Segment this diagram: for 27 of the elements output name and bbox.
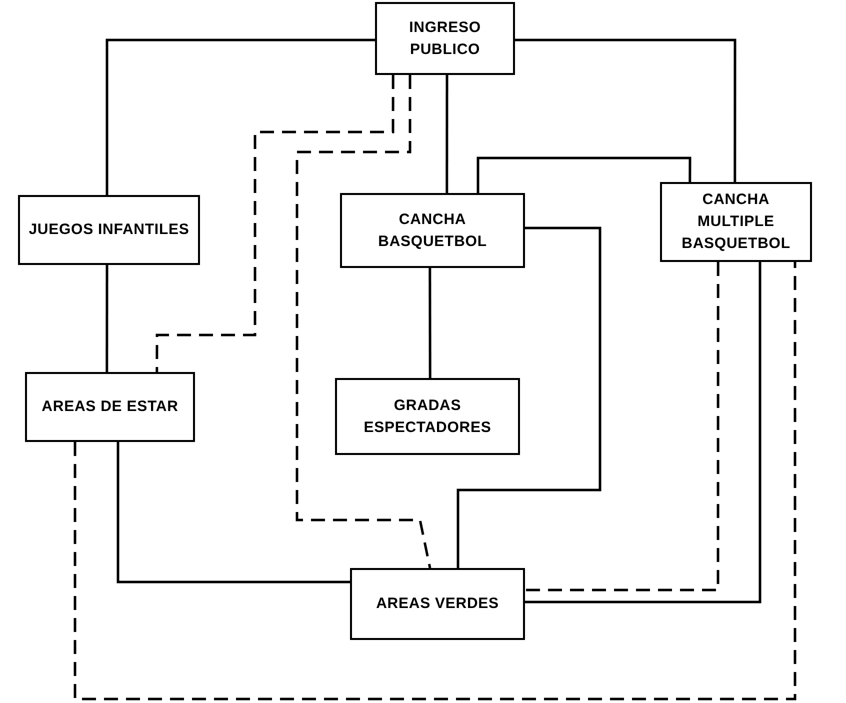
- label-box: [25, 372, 195, 442]
- dashed-connector: [156, 75, 394, 372]
- node-text: INGRESO PUBLICO: [408, 18, 482, 60]
- node-text: AREAS DE ESTAR: [40, 397, 180, 418]
- node-text: CANCHA BASQUETBOL: [377, 210, 488, 252]
- node-text: JUEGOS INFANTILES: [28, 220, 190, 240]
- dashed-connector: [525, 262, 720, 592]
- connector-line: [428, 268, 432, 378]
- label-box: [335, 378, 520, 455]
- connector-line: [515, 38, 736, 182]
- label-box: [375, 2, 515, 75]
- node-text: GRADAS ESPECTADORES: [362, 396, 492, 438]
- connector-line: [106, 38, 375, 195]
- connector-line: [116, 442, 350, 584]
- dashed-connector: [74, 262, 796, 700]
- connector-line: [456, 226, 602, 568]
- label-box: [340, 193, 525, 268]
- dashed-connector: [296, 75, 432, 568]
- node-text: CANCHA MULTIPLE BASQUETBOL: [680, 190, 792, 254]
- connector-line: [106, 265, 108, 372]
- connector-line: [476, 156, 692, 193]
- label-box: [660, 182, 812, 262]
- connector-line: [446, 75, 448, 193]
- node-text: AREAS VERDES: [375, 594, 500, 614]
- label-box: [350, 568, 525, 640]
- connector-line: [525, 262, 762, 604]
- label-box: [18, 195, 200, 265]
